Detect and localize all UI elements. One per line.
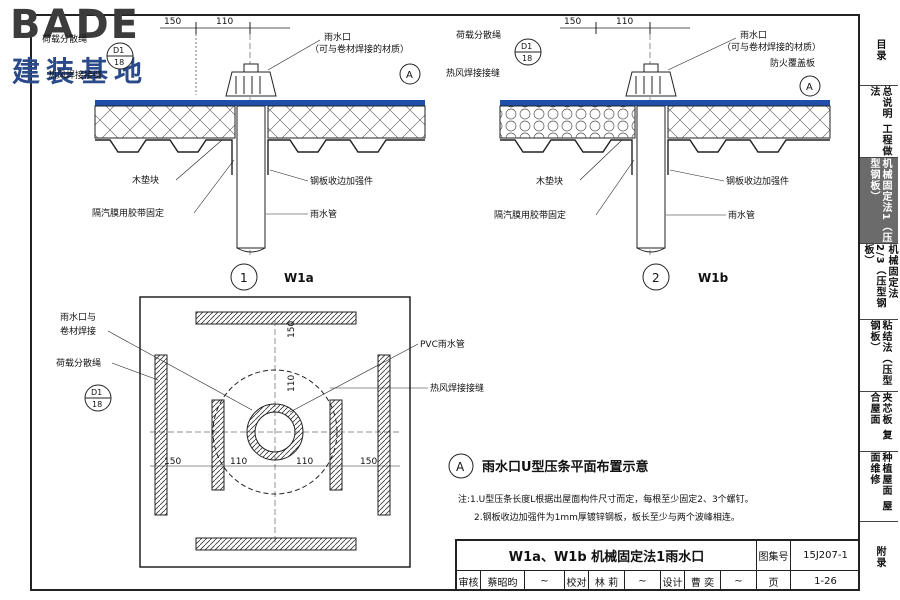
w1b-label-fire-cover: 防火覆盖板 (770, 57, 815, 69)
w1b-section-a: A (806, 82, 813, 93)
w1b-label-drain-pipe: 雨水管 (728, 209, 755, 221)
watermark-logo: BADE 建装基地 (4, 2, 184, 88)
w1a-dim-150: 150 (164, 17, 181, 27)
plan-dim-top-150: 150 (287, 321, 297, 338)
checker-signature: ~ (625, 571, 661, 591)
plan-label-drain-weld-2: 卷材焊接 (60, 325, 96, 337)
plan-dim-top-110: 110 (287, 375, 297, 392)
plan-dim-bottom-110a: 110 (230, 457, 247, 467)
designer-signature: ~ (721, 571, 757, 591)
sidebar-item-contents[interactable]: 目录 (860, 14, 898, 86)
atlas-label: 图集号 (757, 541, 791, 571)
w1b-name: W1b (698, 271, 729, 285)
plan-ref-d1: D1 (91, 388, 102, 397)
w1a-dim-110: 110 (216, 17, 233, 27)
w1b-label-wood-block: 木垫块 (536, 175, 563, 187)
sidebar-item-label: 目录 (874, 38, 885, 61)
w1a-label-drain-outlet-note: （可与卷材焊接的材质） (310, 43, 409, 55)
detail-w1a: 150 110 D1 18 A 荷载分散绳 热风焊接接缝 雨水口 （可与卷材焊接… (42, 17, 426, 291)
w1b-dim-150: 150 (564, 17, 581, 27)
w1a-label-drain-pipe: 雨水管 (310, 208, 337, 220)
w1a-label-wood-block: 木垫块 (132, 174, 159, 186)
reviewer-signature: ~ (525, 571, 565, 591)
page-number: 1-26 (814, 575, 837, 587)
sidebar-item-general[interactable]: 总说明 工程做法 (860, 86, 898, 158)
plan-dim-bottom-150a: 150 (164, 457, 181, 467)
title-block-title: W1a、W1b 机械固定法1雨水口 (457, 541, 757, 571)
w1b-ref-18: 18 (522, 54, 532, 63)
w1a-label-hot-air-weld: 热风焊接接缝 (48, 69, 102, 81)
plan-dim-bottom-110b: 110 (296, 457, 313, 467)
plan-title-text: 雨水口U型压条平面布置示意 (482, 459, 649, 475)
plan-label-drain-weld-1: 雨水口与 (60, 311, 96, 323)
detail-w1b: 150 110 D1 18 A 荷载分散绳 热风焊接接缝 雨水口 （可与卷材焊接… (446, 17, 831, 291)
sidebar-item-planted-roof[interactable]: 种植屋面 屋面维修 (860, 452, 898, 522)
sidebar-item-label: 粘结法（压型钢板） (868, 320, 891, 386)
w1a-ref-18: 18 (114, 58, 124, 67)
sidebar-item-adhesive[interactable]: 粘结法（压型钢板） (860, 320, 898, 392)
w1a-name: W1a (284, 271, 314, 285)
w1a-label-drain-outlet: 雨水口 (324, 31, 351, 43)
logo-text-en: BADE (10, 2, 140, 48)
review-label: 审核 (457, 571, 481, 591)
chapter-sidebar: 目录 总说明 工程做法 机械固定法1（压型钢板） 机械固定法2/3（压型钢板） … (860, 14, 898, 591)
plan-dim-bottom-150b: 150 (360, 457, 377, 467)
sidebar-item-label: 附录 (874, 545, 885, 568)
drawing-frame (30, 14, 860, 591)
sidebar-item-mech-fix-1[interactable]: 机械固定法1（压型钢板） (860, 158, 898, 244)
atlas-number: 15J207-1 (791, 541, 860, 571)
plan-label-pvc-pipe: PVC雨水管 (420, 338, 465, 350)
reviewer-name: 蔡昭昀 (481, 571, 525, 591)
w1a-label-load-rope: 荷载分散绳 (42, 33, 87, 45)
w1a-section-a: A (406, 70, 413, 81)
checker-name: 林 莉 (589, 571, 625, 591)
w1b-label-load-rope: 荷载分散绳 (456, 29, 501, 41)
page-label: 页 (757, 571, 791, 591)
sidebar-item-sandwich[interactable]: 夹芯板 复合屋面 (860, 392, 898, 452)
w1b-label-steel-stiffener: 钢板收边加强件 (726, 175, 789, 187)
w1b-dim-110: 110 (616, 17, 633, 27)
w1b-number: 2 (652, 271, 660, 285)
sidebar-item-label: 总说明 工程做法 (868, 86, 891, 157)
w1a-label-steel-stiffener: 钢板收边加强件 (310, 175, 373, 187)
plan-ref-18: 18 (92, 400, 102, 409)
designer-name: 曹 奕 (685, 571, 721, 591)
w1b-label-hot-air-weld: 热风焊接接缝 (446, 67, 500, 79)
design-label: 设计 (661, 571, 685, 591)
note-line-2: 2.钢板收边加强件为1mm厚镀锌钢板，板长至少与两个波峰相连。 (474, 511, 740, 523)
w1b-label-drain-outlet-note: （可与卷材焊接的材质） (722, 41, 821, 53)
w1a-label-vapor-barrier: 隔汽膜用胶带固定 (92, 207, 164, 219)
plan-label-hot-air-weld: 热风焊接接缝 (430, 382, 484, 394)
sidebar-item-label: 夹芯板 复合屋面 (868, 392, 891, 441)
sidebar-item-label: 种植屋面 屋面维修 (868, 452, 891, 512)
w1a-ref-d1: D1 (113, 46, 124, 55)
w1b-ref-d1: D1 (521, 42, 532, 51)
w1a-number: 1 (240, 271, 248, 285)
sidebar-item-label: 机械固定法2/3（压型钢板） (862, 244, 897, 309)
plan-view: 150 110 110 150 150 110 雨水口与 卷材焊接 荷载分散绳 … (56, 296, 484, 568)
plan-title: A 雨水口U型压条平面布置示意 (448, 453, 649, 479)
title-block: W1a、W1b 机械固定法1雨水口 图集号 15J207-1 审核 蔡昭昀 ~ … (455, 539, 860, 591)
w1b-label-vapor-barrier: 隔汽膜用胶带固定 (494, 209, 566, 221)
plan-title-letter: A (456, 460, 465, 474)
w1b-label-drain-outlet: 雨水口 (740, 29, 767, 41)
note-line-1: 注:1.U型压条长度L根据出屋面构件尺寸而定，每根至少固定2、3个螺钉。 (458, 493, 754, 505)
sidebar-item-mech-fix-23[interactable]: 机械固定法2/3（压型钢板） (860, 244, 898, 320)
check-label: 校对 (565, 571, 589, 591)
sidebar-item-appendix[interactable]: 附录 (860, 522, 898, 591)
sidebar-item-label: 机械固定法1（压型钢板） (868, 158, 891, 243)
plan-label-load-rope: 荷载分散绳 (56, 357, 101, 369)
